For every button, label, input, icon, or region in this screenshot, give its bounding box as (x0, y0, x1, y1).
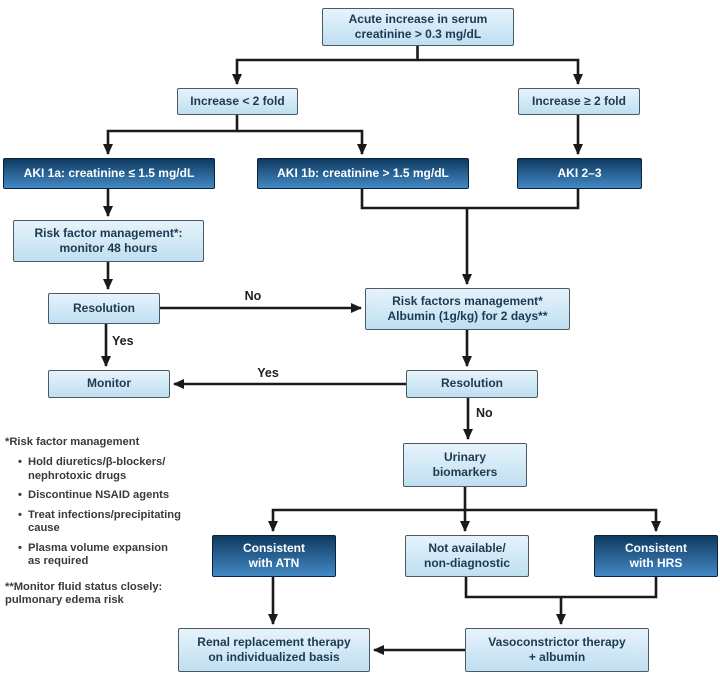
bullet-icon: • (18, 541, 22, 554)
node-aki-1b: AKI 1b: creatinine > 1.5 mg/dL (257, 158, 469, 189)
node-monitor: Monitor (48, 370, 170, 398)
footnote-bullet: • Plasma volume expansion as required (18, 541, 168, 568)
node-consistent-atn: Consistent with ATN (212, 535, 336, 577)
edge-notavail-hrs-join (464, 577, 658, 599)
edge-label-yes-left: Yes (112, 334, 134, 348)
node-resolution-right: Resolution (406, 370, 538, 398)
node-aki-2-3: AKI 2–3 (517, 158, 642, 189)
node-acute-increase: Acute increase in serum creatinine > 0.3… (322, 8, 514, 46)
node-increase-ge-2fold: Increase ≥ 2 fold (518, 88, 640, 115)
node-not-available: Not available/ non-diagnostic (405, 535, 529, 577)
node-consistent-hrs: Consistent with HRS (594, 535, 718, 577)
node-risk-factors-mgmt-albumin: Risk factors management* Albumin (1g/kg)… (365, 288, 570, 330)
bullet-icon: • (18, 489, 22, 502)
edge-label-no-right: No (476, 406, 493, 420)
footnote-bullet: • Discontinue NSAID agents (18, 489, 170, 502)
edge-urinary-to-atn (268, 508, 465, 532)
node-renal-replacement: Renal replacement therapy on individuali… (178, 628, 370, 672)
bullet-icon: • (18, 456, 22, 469)
edge-lt2fold-to-aki1b (237, 129, 367, 155)
edge-acute-to-lt2fold (232, 46, 419, 85)
edge-aki1b-aki23-join (360, 189, 580, 210)
edge-lt2fold-to-aki1a (103, 115, 239, 155)
bullet-icon: • (18, 508, 22, 521)
node-resolution-left: Resolution (48, 293, 160, 324)
footnote-bullet: • Treat infections/precipitating cause (18, 508, 181, 535)
footnote-bullet: • Hold diuretics/β-blockers/ nephrotoxic… (18, 456, 166, 482)
edge-label-yes-mid: Yes (257, 366, 279, 380)
node-aki-1a: AKI 1a: creatinine ≤ 1.5 mg/dL (3, 158, 215, 189)
footnote-risk-title: *Risk factor management (5, 436, 140, 448)
edge-label-no-left: No (244, 289, 262, 303)
node-vasoconstrictor: Vasoconstrictor therapy + albumin (465, 628, 649, 672)
edge-acute-to-ge2fold (417, 58, 583, 85)
edge-urinary-to-hrs (465, 508, 661, 532)
footnote-monitor-note: **Monitor fluid status closely: pulmonar… (5, 580, 163, 606)
node-risk-factor-mgmt-48h: Risk factor management*: monitor 48 hour… (13, 220, 204, 262)
node-urinary-biomarkers: Urinary biomarkers (403, 443, 527, 487)
footnotes: *Risk factor management • Hold diuretics… (5, 436, 210, 607)
node-increase-lt-2fold: Increase < 2 fold (177, 88, 298, 115)
